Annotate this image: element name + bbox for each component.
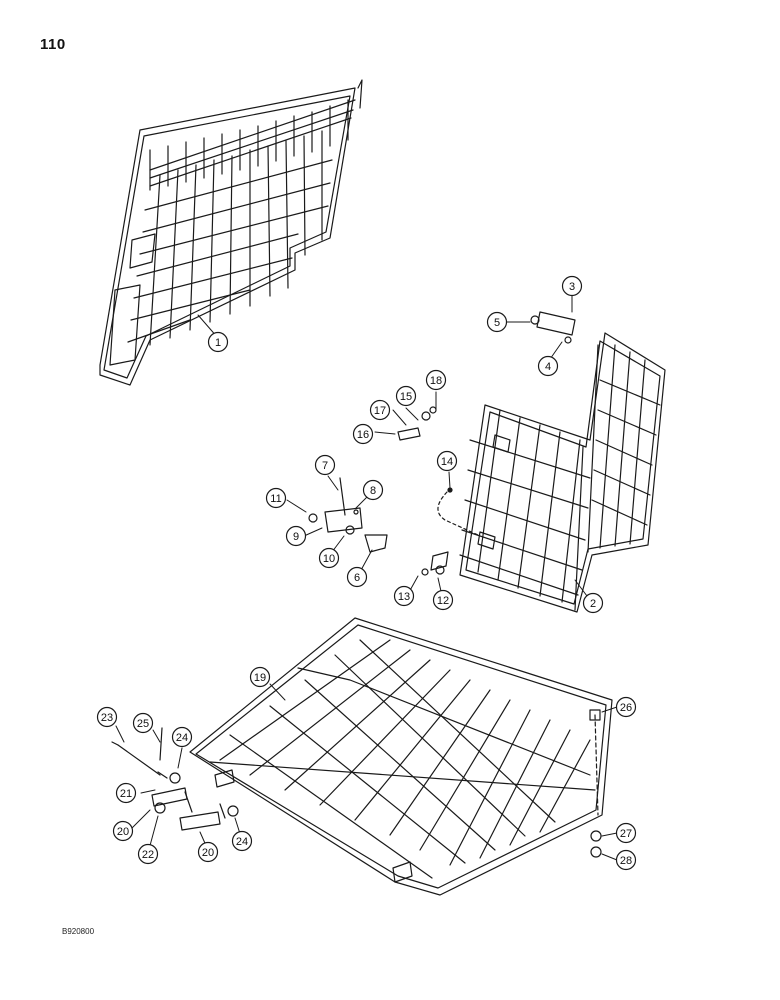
svg-text:3: 3 bbox=[569, 281, 575, 293]
svg-text:24: 24 bbox=[176, 732, 188, 744]
callout-5: 5 bbox=[486, 311, 508, 333]
callout-12: 12 bbox=[432, 589, 454, 611]
callout-3: 3 bbox=[561, 275, 583, 297]
callout-22: 22 bbox=[137, 843, 159, 865]
svg-text:15: 15 bbox=[400, 391, 412, 403]
callout-13: 13 bbox=[393, 585, 415, 607]
callout-20b: 20 bbox=[197, 841, 219, 863]
callout-9: 9 bbox=[285, 525, 307, 547]
callout-16: 16 bbox=[352, 423, 374, 445]
callout-1: 1 bbox=[207, 331, 229, 353]
svg-text:11: 11 bbox=[270, 493, 281, 505]
callout-26: 26 bbox=[615, 696, 637, 718]
svg-text:20: 20 bbox=[117, 826, 129, 838]
hardware-parts bbox=[111, 311, 602, 858]
callouts: 1 2 3 4 5 6 7 8 9 10 11 12 13 14 15 16 1… bbox=[96, 275, 637, 871]
svg-text:1: 1 bbox=[215, 337, 221, 349]
floor-screen-part-19 bbox=[189, 617, 613, 896]
svg-text:16: 16 bbox=[357, 429, 369, 441]
document-code: B920800 bbox=[62, 927, 95, 936]
callout-21: 21 bbox=[115, 782, 137, 804]
svg-text:27: 27 bbox=[620, 828, 632, 840]
svg-text:22: 22 bbox=[142, 849, 154, 861]
svg-text:20: 20 bbox=[202, 847, 214, 859]
callout-4: 4 bbox=[537, 355, 559, 377]
callout-15: 15 bbox=[395, 385, 417, 407]
svg-text:18: 18 bbox=[430, 375, 442, 387]
side-screen-part-1 bbox=[99, 79, 363, 386]
svg-text:7: 7 bbox=[322, 460, 328, 472]
svg-text:23: 23 bbox=[101, 712, 113, 724]
callout-18: 18 bbox=[425, 369, 447, 391]
rear-screen-part-2 bbox=[459, 332, 666, 613]
svg-text:14: 14 bbox=[441, 456, 453, 468]
svg-text:6: 6 bbox=[354, 572, 360, 584]
callout-28: 28 bbox=[615, 849, 637, 871]
callout-11: 11 bbox=[265, 487, 287, 509]
callout-17: 17 bbox=[369, 399, 391, 421]
page-number: 110 bbox=[40, 36, 66, 53]
svg-text:5: 5 bbox=[494, 317, 500, 329]
callout-7: 7 bbox=[314, 454, 336, 476]
svg-text:24: 24 bbox=[236, 836, 248, 848]
callout-2: 2 bbox=[582, 592, 604, 614]
callout-10: 10 bbox=[318, 547, 340, 569]
svg-text:8: 8 bbox=[370, 485, 376, 497]
svg-text:13: 13 bbox=[398, 591, 410, 603]
svg-text:10: 10 bbox=[323, 553, 335, 565]
callout-25: 25 bbox=[132, 712, 154, 734]
svg-text:26: 26 bbox=[620, 702, 632, 714]
callout-20a: 20 bbox=[112, 820, 134, 842]
callout-27: 27 bbox=[615, 822, 637, 844]
svg-text:25: 25 bbox=[137, 718, 149, 730]
svg-text:28: 28 bbox=[620, 855, 632, 867]
callout-24a: 24 bbox=[171, 726, 193, 748]
callout-14: 14 bbox=[436, 450, 458, 472]
svg-text:17: 17 bbox=[374, 405, 386, 417]
callout-19: 19 bbox=[249, 666, 271, 688]
callout-24b: 24 bbox=[231, 830, 253, 852]
callout-8: 8 bbox=[362, 479, 384, 501]
svg-text:21: 21 bbox=[120, 788, 132, 800]
svg-text:4: 4 bbox=[545, 361, 551, 373]
svg-text:19: 19 bbox=[254, 672, 266, 684]
callout-6: 6 bbox=[346, 566, 368, 588]
svg-text:2: 2 bbox=[590, 598, 596, 610]
svg-text:9: 9 bbox=[293, 531, 299, 543]
callout-23: 23 bbox=[96, 706, 118, 728]
svg-text:12: 12 bbox=[437, 595, 449, 607]
